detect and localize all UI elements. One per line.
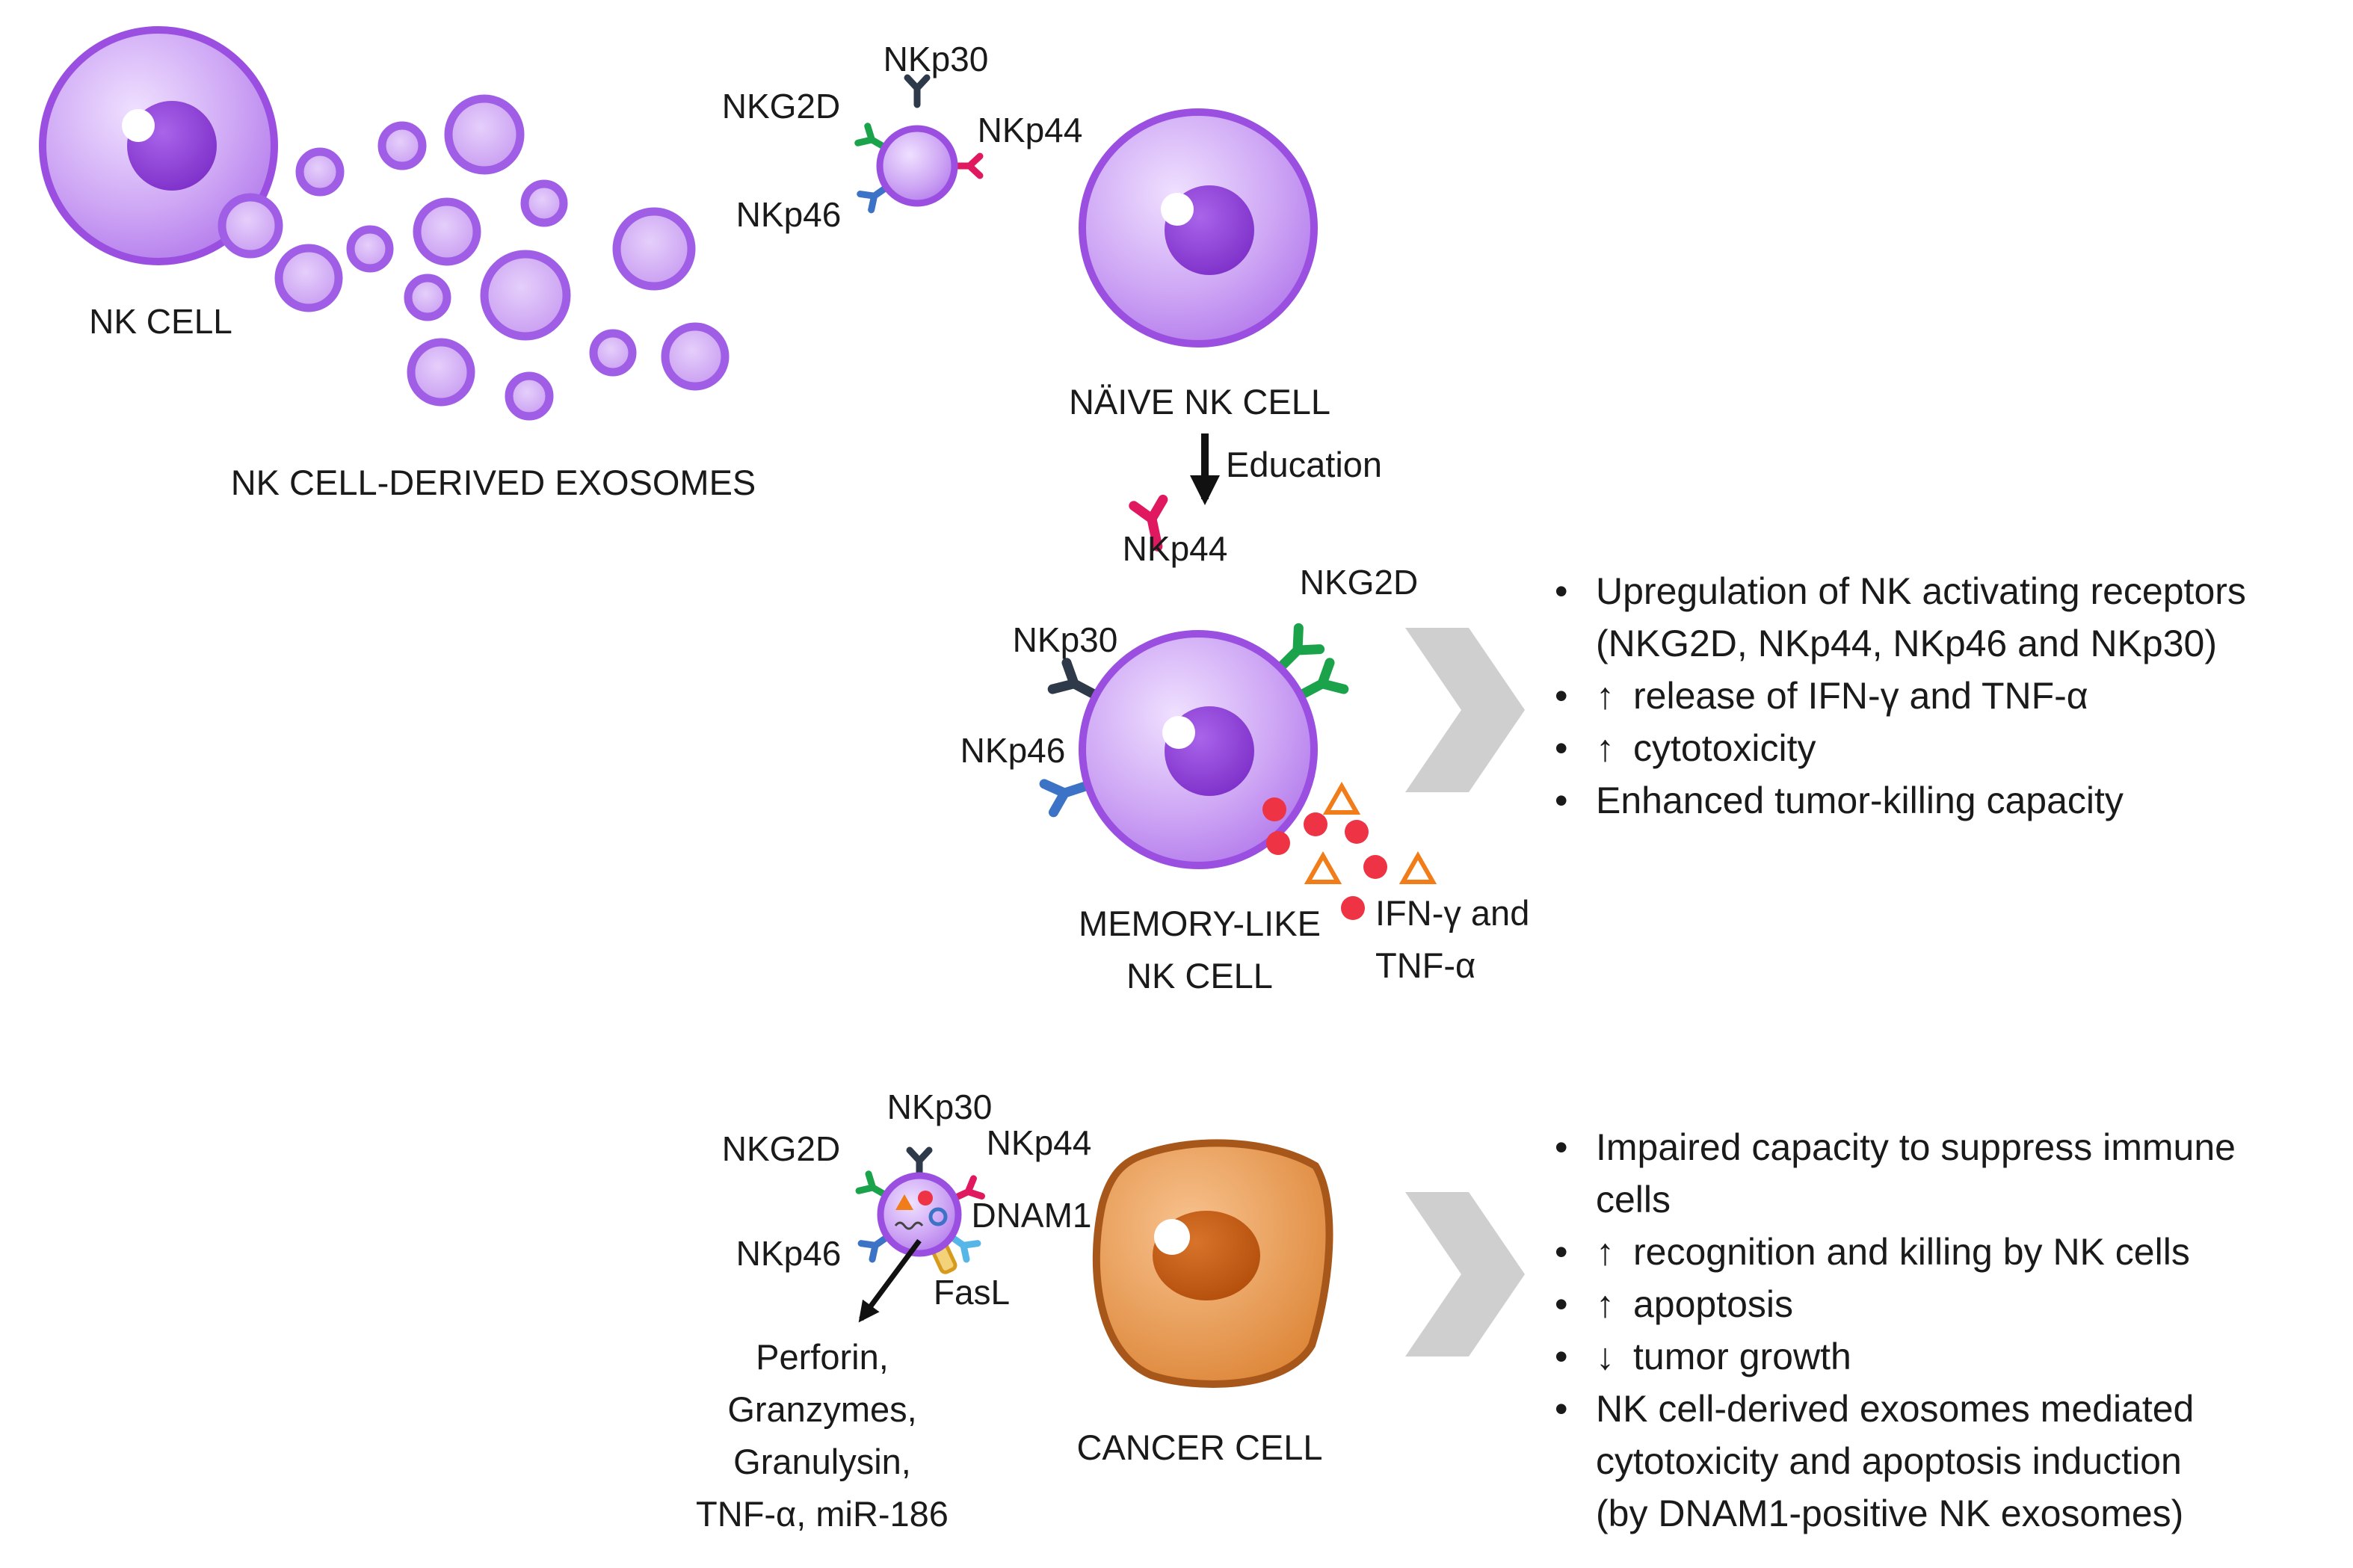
exosome	[480, 250, 571, 341]
memory-effects-list: • Upregulation of NK activating receptor…	[1555, 570, 2246, 821]
cancer-effect-1-cont: cells	[1596, 1179, 1671, 1220]
memory-effect-3: cytotoxicity	[1633, 727, 1816, 769]
cancer-cell	[1092, 1139, 1333, 1388]
bullet: •	[1555, 1283, 1568, 1325]
exosome	[444, 94, 525, 175]
granule-ring	[928, 1207, 948, 1226]
up-arrow-icon: ↑	[1596, 1231, 1615, 1273]
exosome	[612, 207, 696, 291]
tnf-triangle	[1322, 781, 1361, 815]
release-arrow	[858, 1238, 922, 1323]
memory-effect-4: Enhanced tumor-killing capacity	[1596, 780, 2124, 821]
bullet: •	[1555, 1388, 1568, 1430]
cancer-effect-3: apoptosis	[1633, 1283, 1793, 1325]
label-nkp46-bot: NKp46	[736, 1234, 842, 1273]
memory-effect-1-cont: (NKG2D, NKp44, NKp46 and NKp30)	[1596, 623, 2217, 664]
naive-nk-cell	[1079, 108, 1318, 348]
cancer-effect-5-cont: cytotoxicity and apoptosis induction	[1596, 1440, 2182, 1482]
cargo-line-1: Perforin,	[756, 1337, 889, 1377]
ifn-dot	[1341, 896, 1365, 920]
cancer-effects-list: • Impaired capacity to suppress immune c…	[1555, 1126, 2236, 1534]
memory-effect-2: release of IFN-γ and TNF-α	[1633, 675, 2088, 717]
ifn-dot	[1363, 855, 1387, 879]
bullet: •	[1555, 780, 1568, 821]
receptor-nkp30	[907, 78, 927, 105]
tnf-triangle	[1398, 851, 1437, 884]
label-dnam1: DNAM1	[971, 1196, 1091, 1235]
exosome	[404, 274, 451, 321]
exosome	[661, 322, 730, 391]
exosomes-label: NK CELL-DERIVED EXOSOMES	[231, 463, 756, 502]
education-label: Education	[1226, 445, 1382, 484]
label-nkg2d-mem: NKG2D	[1300, 563, 1418, 602]
cargo-line-3: Granulysin,	[733, 1442, 911, 1481]
exosome	[346, 225, 394, 273]
label-nkp30-mem: NKp30	[1013, 620, 1118, 659]
up-arrow-icon: ↑	[1596, 1283, 1615, 1325]
chevron-right-icon	[1405, 1192, 1525, 1356]
cargo-line-4: TNF-α, miR-186	[696, 1494, 949, 1534]
nk-cell	[39, 26, 278, 265]
cancer-effect-5-cont2: (by DNAM1-positive NK exosomes)	[1596, 1493, 2183, 1534]
bullet: •	[1555, 727, 1568, 769]
exosome	[218, 193, 283, 259]
exosome	[407, 338, 475, 407]
bullet: •	[1555, 570, 1568, 612]
label-nkp30-top: NKp30	[883, 40, 989, 78]
tnf-triangle	[1304, 851, 1342, 884]
ifn-dot	[1345, 820, 1369, 844]
tnf-triangle	[895, 1194, 913, 1210]
label-nkp30-bot: NKp30	[887, 1087, 993, 1126]
cytokine-release	[1262, 781, 1437, 920]
label-nkp44-top: NKp44	[978, 111, 1083, 149]
cytokine-label-2: TNF-α	[1375, 945, 1475, 985]
down-arrow-icon: ↓	[1596, 1336, 1615, 1377]
up-arrow-icon: ↑	[1596, 727, 1615, 769]
exosome	[377, 121, 427, 170]
label-nkg2d-bot: NKG2D	[722, 1129, 840, 1168]
granule-dot	[918, 1191, 933, 1206]
chevron-right-icon	[1405, 628, 1525, 792]
exosome	[589, 329, 637, 377]
label-nkp44-mem: NKp44	[1123, 529, 1228, 568]
cytokine-label-1: IFN-γ and	[1375, 893, 1529, 933]
cancer-effect-4: tumor growth	[1633, 1336, 1851, 1377]
exosome	[520, 179, 568, 227]
nk-cell-label: NK CELL	[89, 302, 232, 341]
cargo-line-2: Granzymes,	[727, 1389, 916, 1429]
exosome	[413, 197, 481, 266]
naive-label: NÄIVE NK CELL	[1069, 382, 1330, 422]
up-arrow-icon: ↑	[1596, 675, 1615, 717]
memory-nk-cell	[1044, 499, 1344, 869]
label-nkp46-mem: NKp46	[960, 731, 1066, 770]
memory-effect-1: Upregulation of NK activating receptors	[1596, 570, 2246, 612]
exosome-bottom	[859, 1150, 981, 1274]
label-fasl: FasL	[934, 1273, 1010, 1312]
label-nkp46-top: NKp46	[736, 195, 842, 234]
ifn-dot	[1266, 831, 1290, 855]
label-nkp44-bot: NKp44	[987, 1123, 1092, 1162]
exosome-top	[858, 78, 980, 210]
bullet: •	[1555, 1231, 1568, 1273]
cancer-effect-2: recognition and killing by NK cells	[1633, 1231, 2190, 1273]
mirna-strand	[894, 1221, 924, 1230]
bullet: •	[1555, 1336, 1568, 1377]
ifn-dot	[1262, 797, 1286, 821]
bullet: •	[1555, 675, 1568, 717]
exosome	[274, 244, 343, 312]
label-nkg2d-top: NKG2D	[722, 87, 840, 126]
exosome-cluster	[218, 94, 730, 421]
exosome	[505, 371, 554, 421]
ifn-dot	[1304, 812, 1327, 836]
cancer-effect-5: NK cell-derived exosomes mediated	[1596, 1388, 2194, 1430]
cancer-effect-1: Impaired capacity to suppress immune	[1596, 1126, 2236, 1168]
memory-label-2: NK CELL	[1126, 956, 1273, 996]
bullet: •	[1555, 1126, 1568, 1168]
exosome	[295, 147, 345, 197]
cancer-label: CANCER CELL	[1076, 1427, 1322, 1467]
memory-label-1: MEMORY-LIKE	[1079, 904, 1321, 943]
